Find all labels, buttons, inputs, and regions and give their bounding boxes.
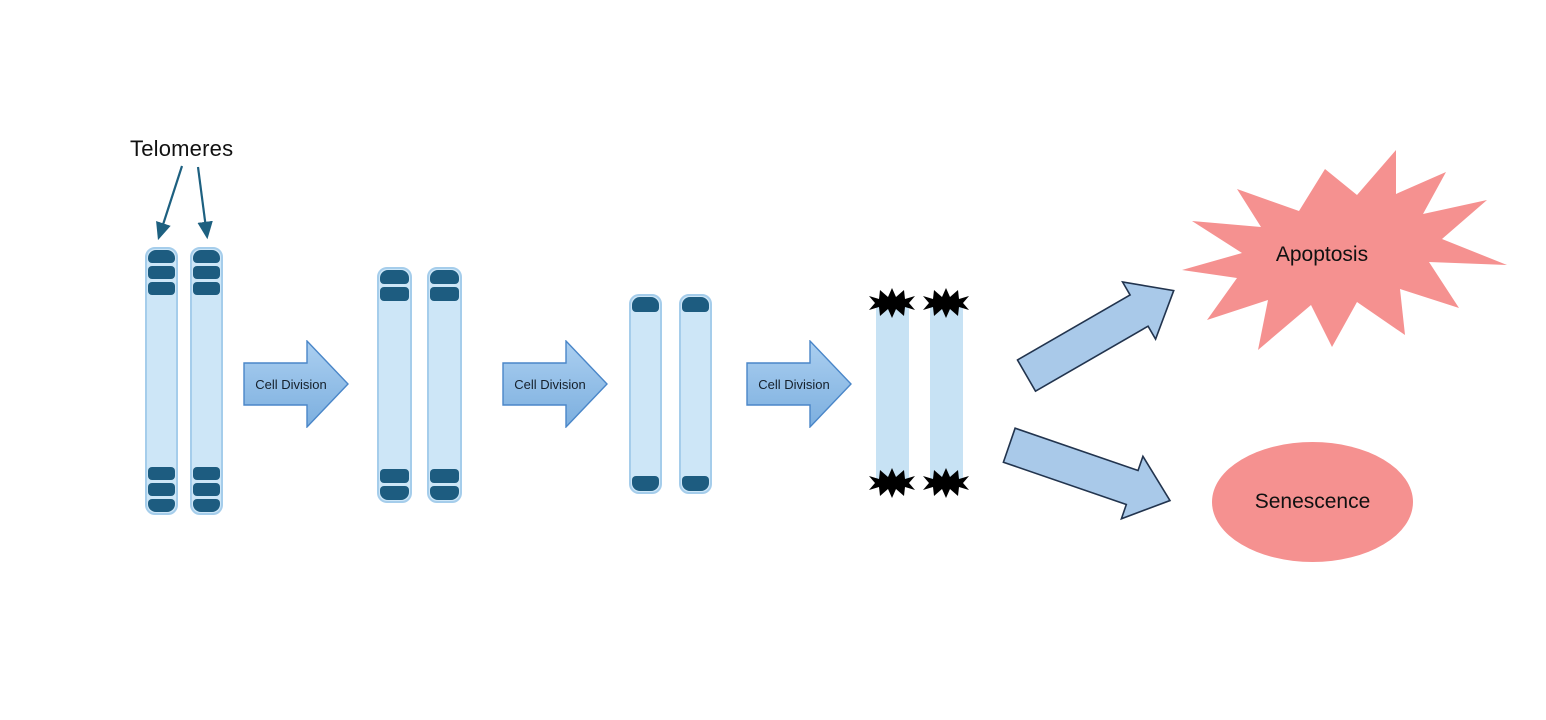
telomere-band (193, 250, 220, 263)
chromosome (145, 247, 178, 515)
telomere-band (682, 476, 709, 491)
telomere-pointer-arrows-icon (156, 165, 213, 241)
right-arrow-icon (243, 340, 349, 428)
telomere-band (193, 266, 220, 279)
telomere-bands-top (430, 270, 459, 301)
telomere-bands-bottom (682, 476, 709, 491)
telomere-band (380, 270, 409, 284)
chromosome-damaged (923, 288, 969, 498)
chromosome (679, 294, 712, 494)
damage-burst-icon (869, 468, 915, 498)
chromosome-pair-stage-3 (629, 294, 712, 494)
cell-division-arrow-3: Cell Division (746, 340, 852, 428)
telomere-bands-top (193, 250, 220, 295)
telomere-band (148, 499, 175, 512)
telomere-band (430, 270, 459, 284)
telomere-bands-top (148, 250, 175, 295)
telomere-band (148, 467, 175, 480)
telomeres-label: Telomeres (130, 136, 234, 161)
telomere-band (193, 282, 220, 295)
telomere-band (430, 486, 459, 500)
cell-division-arrow-2: Cell Division (502, 340, 608, 428)
telomere-band (632, 476, 659, 491)
telomere-band (148, 483, 175, 496)
chromosome (377, 267, 412, 503)
telomere-bands-top (682, 297, 709, 312)
telomere-bands-top (632, 297, 659, 312)
arrow-to-apoptosis-icon (1016, 280, 1175, 393)
right-arrow-icon (746, 340, 852, 428)
telomere-band (193, 483, 220, 496)
apoptosis-explosion-shape (1182, 150, 1507, 350)
damage-burst-icon (869, 288, 915, 318)
chromosome (190, 247, 223, 515)
cell-division-label: Cell Division (255, 376, 327, 392)
cell-division-arrow-1: Cell Division (243, 340, 349, 428)
chromosome (427, 267, 462, 503)
telomere-band (430, 287, 459, 301)
telomere-band (193, 467, 220, 480)
telomere-band (430, 469, 459, 483)
telomere-bands-bottom (430, 469, 459, 500)
chromosome-pair-stage-2 (377, 267, 462, 503)
telomere-band (193, 499, 220, 512)
telomere-band (380, 287, 409, 301)
telomere-band (148, 282, 175, 295)
senescence-ellipse: Senescence (1212, 442, 1413, 562)
telomere-band (632, 297, 659, 312)
telomere-band (682, 297, 709, 312)
telomere-bands-bottom (193, 467, 220, 512)
chromosome-pair-stage-1 (145, 247, 223, 515)
chromosome-pair-stage-4 (869, 288, 969, 498)
telomere-bands-bottom (632, 476, 659, 491)
telomere-bands-bottom (148, 467, 175, 512)
right-arrow-icon (502, 340, 608, 428)
damage-burst-icon (923, 288, 969, 318)
damage-burst-icon (923, 468, 969, 498)
cell-division-label: Cell Division (758, 376, 830, 392)
cell-division-label: Cell Division (514, 376, 586, 392)
telomere-bands-top (380, 270, 409, 301)
telomere-bands-bottom (380, 469, 409, 500)
telomere-band (148, 266, 175, 279)
telomere-band (148, 250, 175, 263)
senescence-label: Senescence (1254, 490, 1371, 513)
arrow-to-senescence-icon (1002, 427, 1172, 521)
telomere-band (380, 469, 409, 483)
chromosome-damaged (869, 288, 915, 498)
telomere-band (380, 486, 409, 500)
chromosome (629, 294, 662, 494)
